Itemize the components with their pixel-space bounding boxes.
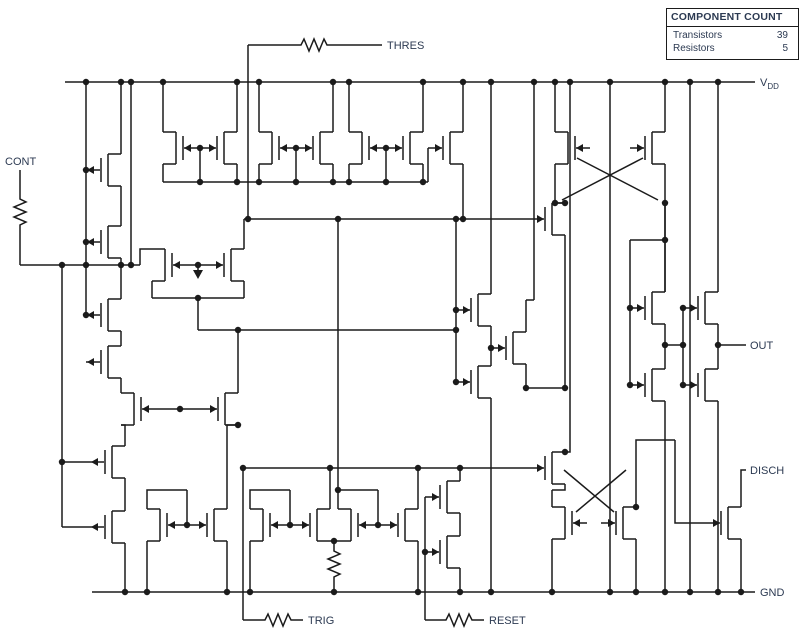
wires (19, 44, 755, 621)
resistors (13, 38, 476, 627)
vdd-label: VDD (760, 77, 779, 91)
terminal-labels: THRES VDD CONT OUT DISCH GND TRIG RESET (5, 40, 785, 627)
reset-resistor (442, 613, 476, 627)
thres-resistor (297, 38, 331, 52)
component-count-box: COMPONENT COUNT Transistors 39 Resistors… (666, 8, 799, 60)
reset-label: RESET (489, 615, 526, 627)
component-count-row: Resistors 5 (667, 42, 798, 55)
trig-net (242, 468, 303, 621)
reset-net (424, 497, 484, 621)
trig-label: TRIG (308, 615, 334, 627)
cont-label: CONT (5, 156, 36, 168)
tail-arrow-icon (193, 270, 203, 279)
mid-resistor (327, 547, 341, 581)
component-count-row-value: 5 (782, 43, 788, 54)
cont-net (19, 170, 152, 266)
thres-net (247, 44, 382, 219)
transistors (85, 131, 742, 569)
out-label: OUT (750, 340, 774, 352)
gnd-label: GND (760, 587, 785, 599)
disch-label: DISCH (750, 465, 784, 477)
component-count-title: COMPONENT COUNT (667, 9, 798, 27)
component-count-row: Transistors 39 (667, 29, 798, 42)
thres-label: THRES (387, 40, 424, 52)
trig-resistor (261, 613, 295, 627)
cont-resistor (13, 195, 27, 229)
component-count-row-label: Transistors (673, 30, 723, 41)
component-count-row-label: Resistors (673, 43, 715, 54)
component-count-row-value: 39 (776, 30, 788, 41)
component-count-rows: Transistors 39 Resistors 5 (667, 27, 798, 59)
junction-dots (58, 78, 745, 596)
